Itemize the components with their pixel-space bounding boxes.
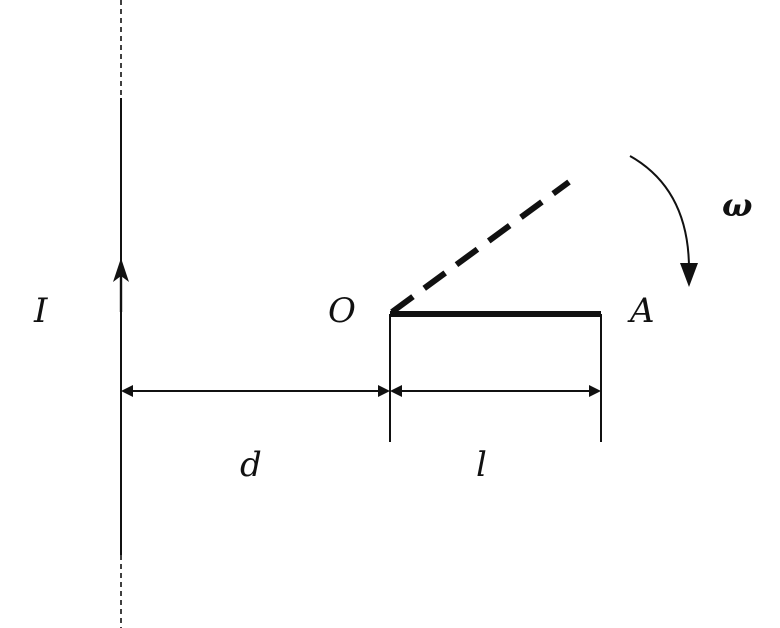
label-end-A: A bbox=[627, 291, 655, 331]
label-pivot-O: O bbox=[328, 291, 356, 331]
label-distance-d: d bbox=[240, 445, 262, 485]
label-current: I bbox=[33, 291, 48, 331]
current-wire bbox=[113, 0, 129, 628]
label-angular-velocity: ω bbox=[722, 186, 752, 224]
label-length-l: l bbox=[476, 445, 487, 485]
rod-rotated-dashed bbox=[390, 179, 571, 315]
rotation-arrow-icon bbox=[680, 263, 698, 287]
rotation-arc bbox=[629, 155, 691, 273]
